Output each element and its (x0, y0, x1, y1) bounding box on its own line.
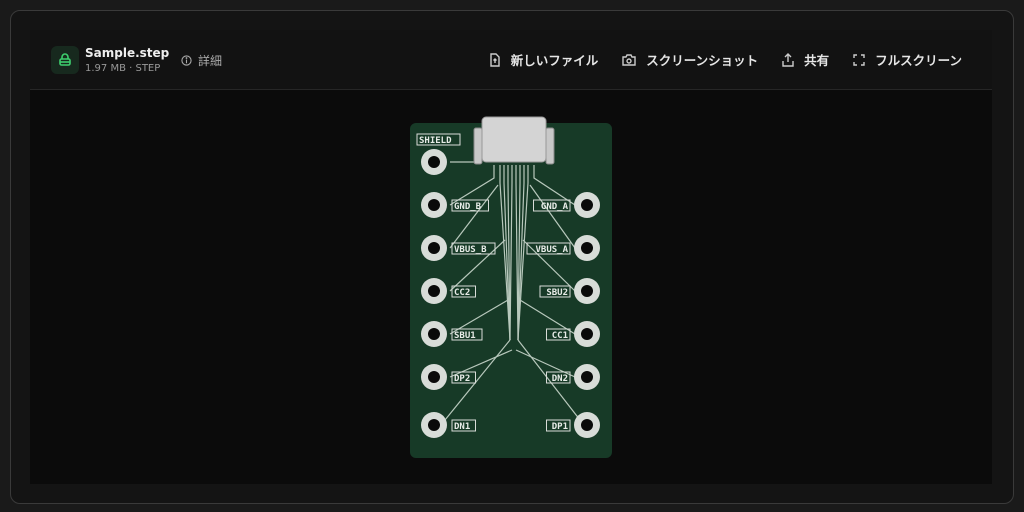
camera-icon (622, 53, 636, 66)
pcb-label-box (451, 242, 496, 255)
pcb-label: DP1 (552, 422, 568, 432)
pcb-label: DP2 (454, 374, 470, 384)
pcb-label: SBU1 (454, 331, 476, 341)
pcb-label: VBUS_A (535, 245, 568, 255)
pcb-hole (428, 371, 440, 383)
details-button[interactable]: 詳細 (181, 52, 222, 69)
pcb-trace (529, 184, 576, 249)
pcb-label-box (526, 242, 571, 255)
pcb-trace (449, 165, 495, 206)
details-label: 詳細 (198, 54, 223, 68)
pcb-trace (517, 339, 581, 421)
fullscreen-button[interactable]: フルスクリーン (853, 50, 962, 69)
pcb-trace (517, 165, 521, 341)
usb-c-tab-right (545, 127, 555, 165)
fullscreen-icon (853, 53, 865, 66)
fullscreen-label: フルスクリーン (875, 53, 962, 68)
pcb-label: CC1 (552, 331, 568, 341)
pcb-hole (428, 419, 440, 431)
file-name: Sample.step (85, 46, 170, 60)
pcb-trace (449, 239, 506, 292)
pcb-trace (449, 299, 509, 335)
pcb-hole (428, 199, 440, 211)
pcb-trace (509, 165, 513, 341)
pcb-label-box (546, 419, 571, 432)
share-label: 共有 (804, 53, 830, 68)
pcb-label: GND_B (454, 202, 482, 212)
pcb-hole (581, 242, 593, 254)
file-meta: 1.97 MB · STEP (85, 63, 161, 74)
screenshot-label: スクリーンショット (646, 53, 759, 68)
pcb-trace (503, 165, 511, 341)
share-button[interactable]: 共有 (782, 50, 829, 69)
header: Sample.step 1.97 MB · STEP 詳細 新しいファイル スク… (30, 30, 992, 90)
usb-c-connector (481, 116, 547, 163)
pcb-label: SHIELD (419, 136, 452, 146)
pcb-label: SBU2 (546, 288, 568, 298)
toolbar: 新しいファイル スクリーンショット 共有 フルスクリーン (489, 50, 962, 69)
pcb-hole (581, 199, 593, 211)
file-icon (51, 46, 79, 74)
new-file-label: 新しいファイル (510, 53, 599, 68)
pcb-label-box (451, 199, 489, 212)
pcb-label-box (451, 285, 476, 298)
pcb-label: DN2 (552, 374, 568, 384)
viewer-window: Sample.step 1.97 MB · STEP 詳細 新しいファイル スク… (30, 30, 992, 484)
pcb-trace (499, 165, 511, 341)
usb-c-tab-left (473, 127, 483, 165)
pcb-hole (581, 419, 593, 431)
pcb-hole (428, 156, 440, 168)
pcb-trace (515, 165, 519, 341)
pcb-hole (581, 328, 593, 340)
pcb-hole (428, 285, 440, 297)
pcb-label-box (451, 328, 483, 341)
pcb-trace (507, 165, 511, 341)
pcb-trace (444, 339, 511, 421)
info-icon (181, 55, 192, 66)
pcb-label-box (533, 199, 571, 212)
pcb-trace (517, 165, 529, 341)
pcb-label: GND_A (541, 202, 569, 212)
pcb-label-box (451, 419, 476, 432)
pcb-trace (449, 184, 499, 249)
pcb-trace (519, 299, 576, 335)
pcb-label-box (539, 285, 571, 298)
pcb-hole (581, 371, 593, 383)
pcb-label-box (451, 371, 476, 384)
pcb-trace (517, 165, 525, 341)
pcb-label: VBUS_B (454, 245, 487, 255)
new-file-icon (489, 52, 500, 67)
pcb-label-box (546, 371, 571, 384)
pcb-label: DN1 (454, 422, 470, 432)
new-file-button[interactable]: 新しいファイル (489, 50, 599, 69)
pcb-trace (522, 239, 576, 292)
pcb-label-box (546, 328, 571, 341)
pcb-hole (581, 285, 593, 297)
pcb-label-box (416, 133, 461, 146)
pcb-hole (428, 328, 440, 340)
pcb-trace (533, 165, 576, 206)
pcb-label: CC2 (454, 288, 470, 298)
share-icon (782, 52, 794, 67)
pcb-hole (428, 242, 440, 254)
screenshot-button[interactable]: スクリーンショット (622, 50, 758, 69)
